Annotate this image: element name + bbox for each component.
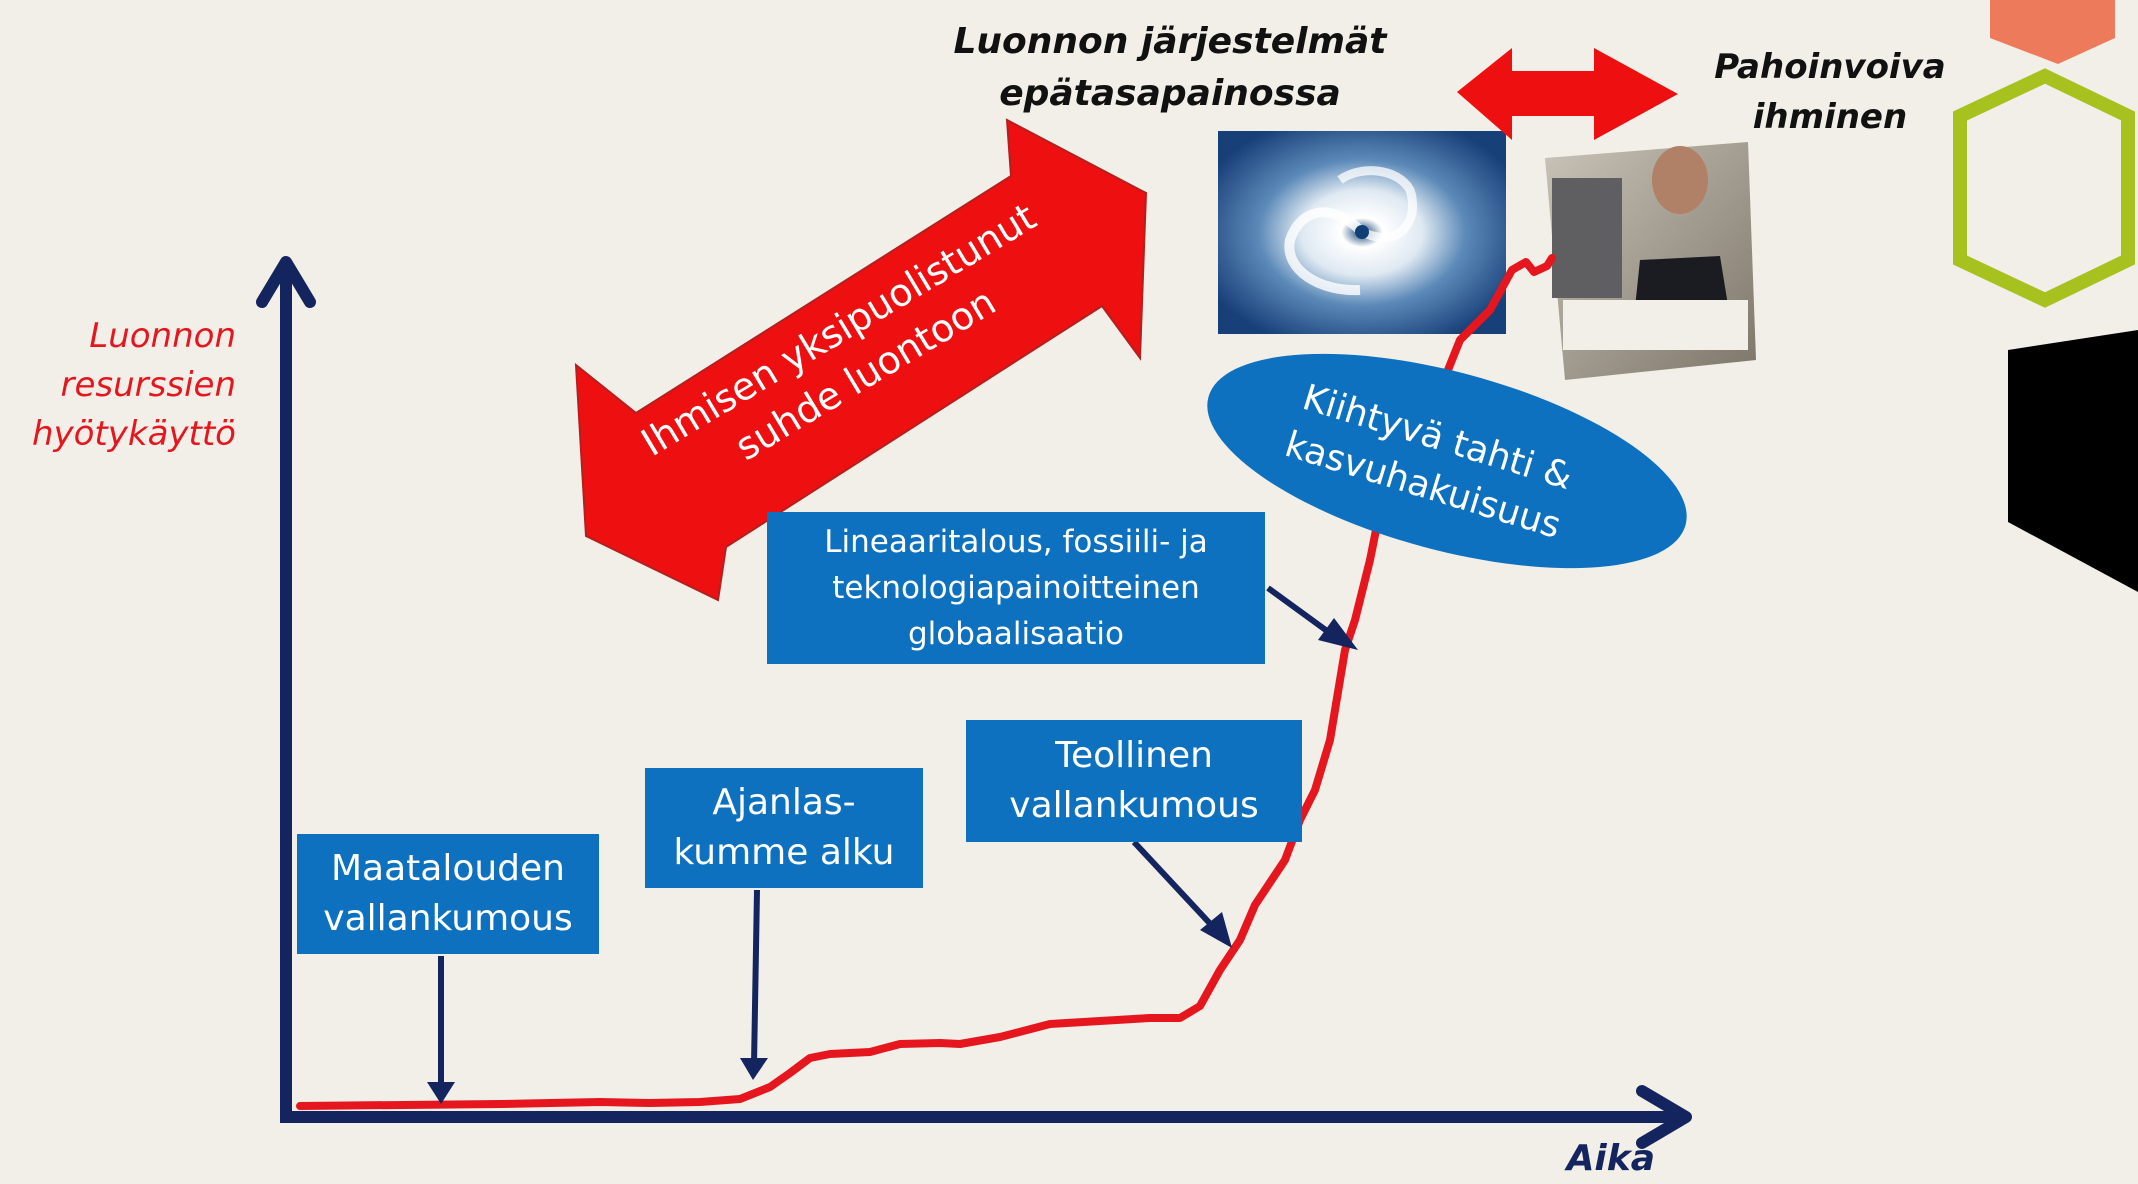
linear-economy-box: Lineaaritalous, fossiili- ja teknologiap… — [767, 512, 1265, 664]
linear-pointer-arrow — [1266, 585, 1358, 650]
industrial-pointer-arrow — [1131, 839, 1232, 948]
big-double-arrow-shape — [574, 118, 1148, 602]
agri-pointer-arrow — [427, 956, 455, 1104]
suffering-human-title: Pahoinvoiva ihminen — [1714, 47, 1946, 137]
common-era-start-box: Ajanlas- kumme alku — [645, 768, 923, 888]
black-hexagon-shape — [2008, 330, 2138, 592]
y-axis-label: Luonnon resurssien hyötykäyttö — [31, 316, 236, 454]
x-axis-label: Aika — [1566, 1138, 1655, 1179]
small-double-arrow-shape — [1457, 48, 1678, 140]
era-pointer-arrow — [740, 889, 768, 1080]
industrial-revolution-box: Teollinen vallankumous — [966, 720, 1302, 842]
green-hexagon-shape — [1953, 68, 2135, 308]
hurricane-photo — [1218, 131, 1506, 334]
acceleration-ellipse-shape — [1207, 353, 1687, 569]
y-axis — [256, 256, 316, 1117]
stressed-person-photo — [1545, 142, 1756, 380]
orange-hexagon-shape — [1990, 0, 2115, 64]
agricultural-revolution-box: Maatalouden vallankumous — [297, 834, 599, 954]
x-axis — [280, 1085, 1692, 1149]
nature-imbalance-title: Luonnon järjestelmät epätasapainossa — [953, 21, 1387, 114]
